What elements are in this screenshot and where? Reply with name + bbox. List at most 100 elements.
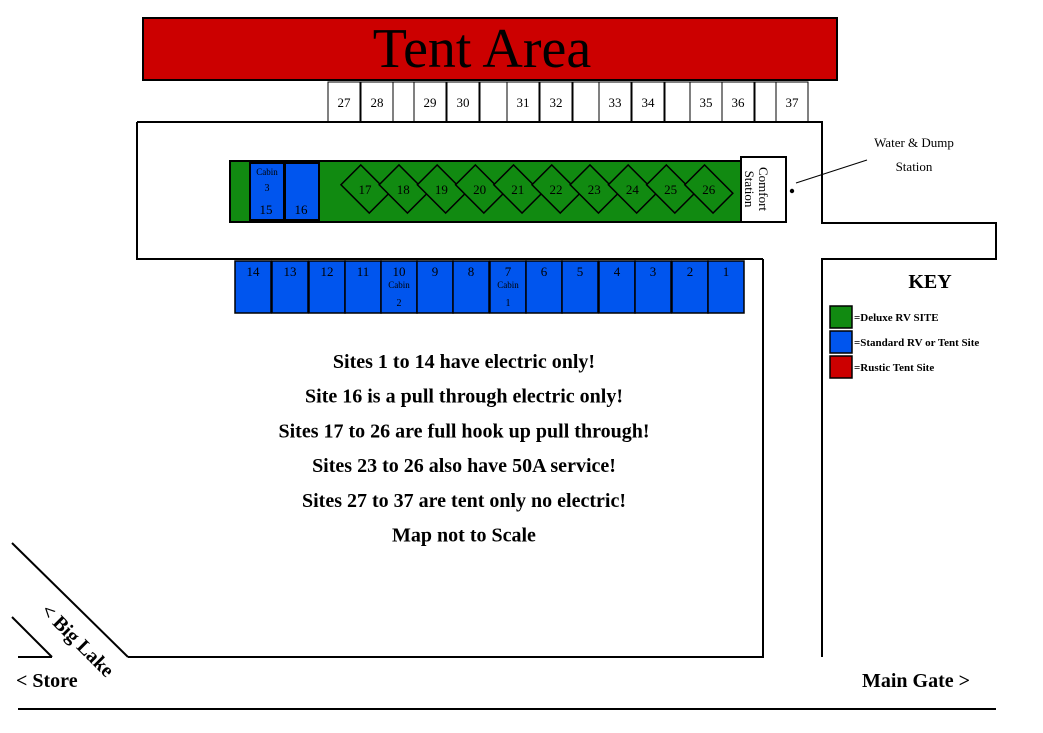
deluxe-site-18[interactable]: [378, 163, 429, 215]
cabin-3-number: 3: [265, 183, 270, 194]
deluxe-site-number: 19: [435, 182, 448, 197]
deluxe-site-26[interactable]: [683, 163, 734, 215]
standard-site-11[interactable]: [344, 260, 382, 314]
standard-site-number: 9: [432, 264, 439, 279]
tent-site-number: 29: [424, 95, 437, 110]
tent-area-title: Tent Area: [373, 18, 592, 80]
standard-site-number: 11: [357, 264, 370, 279]
tent-site-spacer: [392, 81, 415, 123]
water-dump-label-line2: Station: [896, 159, 933, 174]
standard-site-5[interactable]: [561, 260, 599, 314]
key-swatch: [829, 305, 853, 329]
deluxe-site-number: 21: [511, 182, 524, 197]
deluxe-site-shape: [569, 163, 620, 215]
standard-site-4[interactable]: [598, 260, 636, 314]
deluxe-site-number: 26: [702, 182, 716, 197]
tent-site-spacer: [479, 81, 508, 123]
water-dump-label-line1: Water & Dump: [874, 135, 954, 150]
deluxe-site-21[interactable]: [492, 163, 543, 215]
tent-site-27[interactable]: [327, 81, 361, 123]
cabin-label: Cabin: [497, 280, 519, 290]
big-lake-road-edge-1: [11, 542, 129, 658]
deluxe-site-17[interactable]: [339, 163, 391, 215]
standard-site-number: 4: [614, 264, 621, 279]
key-legend: =Deluxe RV SITE=Standard RV or Tent Site…: [829, 305, 979, 379]
site-15-number: 15: [260, 202, 273, 217]
deluxe-site-23[interactable]: [569, 163, 620, 215]
water-dump-pointer: [795, 159, 868, 184]
site-15-cabin-3[interactable]: [249, 162, 285, 221]
comfort-station: [740, 156, 787, 223]
note-line: Site 16 is a pull through electric only!: [305, 386, 623, 408]
site-16-number: 16: [295, 202, 309, 217]
comfort-station-line2: Station: [742, 171, 757, 208]
comfort-station-line1: Comfort: [756, 167, 771, 211]
water-dump-point: [789, 188, 795, 194]
tent-site-number: 27: [338, 95, 352, 110]
big-lake-road-edge-2: [11, 616, 53, 658]
tent-area-banner: [142, 17, 838, 81]
deluxe-site-20[interactable]: [454, 163, 505, 215]
deluxe-site-shape: [339, 163, 391, 215]
note-line: Sites 23 to 26 also have 50A service!: [312, 455, 616, 477]
tent-site-33[interactable]: [598, 81, 632, 123]
cabin-number: 2: [397, 298, 402, 309]
deluxe-site-25[interactable]: [645, 163, 696, 215]
tent-site-spacer: [664, 81, 691, 123]
standard-site-13[interactable]: [271, 260, 309, 314]
tent-site-36[interactable]: [721, 81, 755, 123]
deluxe-site-shape: [454, 163, 505, 215]
deluxe-site-24[interactable]: [607, 163, 658, 215]
tent-site-number: 31: [517, 95, 530, 110]
standard-site-12[interactable]: [308, 260, 346, 314]
cabin-3-label: Cabin: [256, 167, 278, 177]
deluxe-site-shape: [683, 163, 734, 215]
standard-site-14[interactable]: [234, 260, 272, 314]
cabin-number: 1: [506, 298, 511, 309]
tent-site-number: 28: [371, 95, 384, 110]
standard-site-number: 14: [247, 264, 261, 279]
note-line: Sites 27 to 37 are tent only no electric…: [302, 490, 626, 512]
note-line: Map not to Scale: [392, 525, 536, 547]
tent-site-number: 35: [700, 95, 713, 110]
note-line: Sites 1 to 14 have electric only!: [333, 351, 595, 373]
deluxe-site-22[interactable]: [530, 163, 582, 215]
tent-site-spacer: [754, 81, 777, 123]
deluxe-site-number: 18: [397, 182, 410, 197]
note-line: Sites 17 to 26 are full hook up pull thr…: [278, 420, 649, 442]
standard-site-1[interactable]: [707, 260, 745, 314]
standard-site-number: 2: [687, 264, 694, 279]
key-title: KEY: [908, 271, 952, 293]
tent-site-37[interactable]: [775, 81, 809, 123]
deluxe-site-shape: [416, 163, 467, 215]
tent-site-31[interactable]: [506, 81, 540, 123]
tent-site-spacer: [572, 81, 600, 123]
deluxe-site-19[interactable]: [416, 163, 467, 215]
standard-site-number: 8: [468, 264, 475, 279]
road-loop: [128, 121, 997, 658]
tent-site-number: 32: [550, 95, 563, 110]
standard-site-number: 3: [650, 264, 657, 279]
tent-site-35[interactable]: [689, 81, 723, 123]
standard-site-number: 1: [723, 264, 730, 279]
deluxe-site-shape: [645, 163, 696, 215]
key-swatch: [829, 355, 853, 379]
tent-site-number: 30: [457, 95, 470, 110]
deluxe-site-number: 22: [550, 182, 563, 197]
standard-site-8[interactable]: [452, 260, 490, 314]
site-16[interactable]: [284, 162, 320, 221]
tent-site-number: 34: [642, 95, 656, 110]
deluxe-site-number: 20: [473, 182, 486, 197]
standard-site-2[interactable]: [671, 260, 709, 314]
deluxe-site-number: 25: [664, 182, 677, 197]
standard-site-3[interactable]: [634, 260, 672, 314]
standard-site-10[interactable]: [380, 260, 418, 314]
key-label: =Deluxe RV SITE: [854, 312, 939, 324]
tent-site-number: 33: [609, 95, 622, 110]
tent-site-29[interactable]: [413, 81, 447, 123]
deluxe-site-shape: [492, 163, 543, 215]
key-label: =Rustic Tent Site: [854, 362, 934, 374]
